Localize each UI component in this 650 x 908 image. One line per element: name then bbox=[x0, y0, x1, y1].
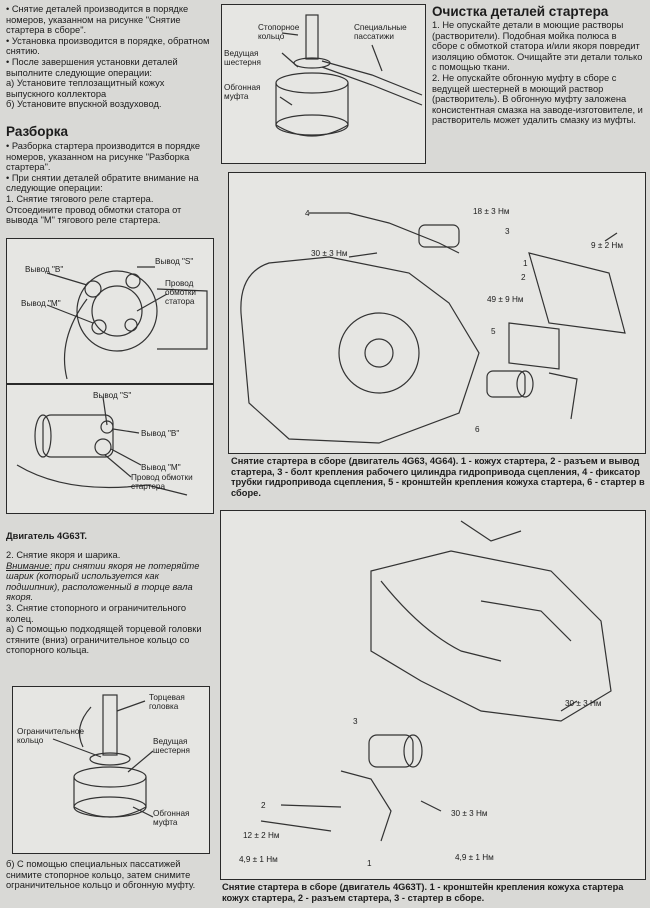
paragraph: Внимание: при снятии якоря не потеряйте … bbox=[6, 561, 212, 603]
torque-18: 18 ± 3 Нм bbox=[473, 207, 510, 216]
callout-2: 2 bbox=[261, 801, 266, 810]
paragraph: Отсоедините провод обмотки статора от вы… bbox=[6, 204, 182, 226]
label-overrunning-clutch: Обгонная муфта bbox=[224, 83, 261, 101]
paragraph: • Разборка стартера производится в поряд… bbox=[6, 141, 201, 173]
torque-4-9-left: 4,9 ± 1 Нм bbox=[239, 855, 278, 864]
figure-starter-removal-4g63t: 30 ± 3 Нм 3 2 30 ± 3 Нм 12 ± 2 Нм 4,9 ± … bbox=[220, 510, 646, 880]
label-drive-gear: Ведущая шестерня bbox=[224, 49, 261, 67]
solenoid-side-drawing bbox=[16, 396, 188, 496]
limiter-ring-drawing bbox=[52, 694, 154, 818]
paragraph: 2. Не опускайте обгонную муфту в сборе с… bbox=[432, 72, 643, 126]
paragraph: а) С помощью подходящей торцевой головки… bbox=[6, 624, 202, 656]
figure-caption-4g63-4g64: Снятие стартера в сборе (двигатель 4G63,… bbox=[231, 456, 645, 498]
cleaning-text: 1. Не опускайте детали в моющие растворы… bbox=[432, 20, 644, 126]
label-terminal-m: Вывод "M" bbox=[21, 299, 61, 308]
callout-2: 2 bbox=[521, 273, 526, 282]
paragraph: • После завершения установки деталей вып… bbox=[6, 56, 178, 78]
callout-1: 1 bbox=[367, 859, 372, 868]
figure-limiter-ring: Торцевая головка Ограничительное кольцо … bbox=[12, 686, 210, 854]
label-starter-wire: Провод обмотки стартера bbox=[131, 473, 193, 491]
paragraph: 1. Снятие тягового реле стартера. bbox=[6, 193, 154, 204]
torque-30: 30 ± 3 Нм bbox=[311, 249, 348, 258]
torque-49: 49 ± 9 Нм bbox=[487, 295, 524, 304]
callout-5: 5 bbox=[491, 327, 496, 336]
figure-solenoid-terminals: Вывод "B" Вывод "S" Вывод "M" Провод обм… bbox=[6, 238, 214, 384]
cleaning-heading: Очистка деталей стартера bbox=[432, 4, 609, 19]
callout-3: 3 bbox=[353, 717, 358, 726]
label-special-pliers: Специальные пассатижи bbox=[354, 23, 407, 41]
label-socket-head: Торцевая головка bbox=[149, 693, 185, 711]
label-retaining-ring: Стопорное кольцо bbox=[258, 23, 300, 41]
label-drive-gear: Ведущая шестерня bbox=[153, 737, 190, 755]
figure-starter-removal-4g63-4g64: 4 18 ± 3 Нм 3 30 ± 3 Нм 9 ± 2 Нм 1 2 49 … bbox=[228, 172, 646, 454]
retaining-ring-text: б) С помощью специальных пассатижей сним… bbox=[6, 859, 196, 891]
label-terminal-b: Вывод "B" bbox=[25, 265, 64, 274]
transmission-drawing bbox=[240, 212, 626, 444]
torque-4-9-right: 4,9 ± 1 Нм bbox=[455, 853, 494, 862]
callout-6: 6 bbox=[475, 425, 480, 434]
paragraph: • Установка производится в порядке, обра… bbox=[6, 35, 210, 57]
section-heading: Разборка bbox=[6, 124, 68, 139]
paragraph: а) Установите теплозащитный кожух выпуск… bbox=[6, 78, 165, 99]
torque-30-top: 30 ± 3 Нм bbox=[565, 699, 602, 708]
paragraph: б) Установите впускной воздуховод. bbox=[6, 99, 162, 110]
intro-text: • Снятие деталей производится в порядке … bbox=[6, 4, 212, 110]
figure-caption-4g63t: Снятие стартера в сборе (двигатель 4G63T… bbox=[222, 882, 624, 903]
label-terminal-s: Вывод "S" bbox=[93, 391, 132, 400]
solenoid-drawing bbox=[46, 266, 208, 380]
label-terminal-b: Вывод "B" bbox=[141, 429, 180, 438]
pliers-drawing bbox=[275, 14, 423, 137]
callout-3: 3 bbox=[505, 227, 510, 236]
paragraph: • Снятие деталей производится в порядке … bbox=[6, 4, 189, 36]
callout-4: 4 bbox=[305, 209, 310, 218]
figure-retaining-ring-pliers: Стопорное кольцо Ведущая шестерня Обгонн… bbox=[221, 4, 426, 164]
paragraph: 2. Снятие якоря и шарика. bbox=[6, 550, 121, 560]
paragraph: 3. Снятие стопорного и ограничительного … bbox=[6, 602, 187, 624]
armature-text: 2. Снятие якоря и шарика. Внимание: при … bbox=[6, 550, 212, 656]
warning-text: при снятии якоря не потеряйте шарик (кот… bbox=[6, 560, 200, 603]
figure-solenoid-side: Вывод "S" Вывод "B" Вывод "M" Провод обм… bbox=[6, 384, 214, 514]
transmission-4g63t-drawing bbox=[260, 520, 612, 842]
label-terminal-s: Вывод "S" bbox=[155, 257, 194, 266]
paragraph: 1. Не опускайте детали в моющие растворы… bbox=[432, 20, 643, 73]
disassembly-text: • Разборка стартера производится в поряд… bbox=[6, 141, 212, 226]
engine-label: Двигатель 4G63T. bbox=[6, 531, 87, 541]
paragraph: • При снятии деталей обратите внимание н… bbox=[6, 172, 199, 194]
warning-label: Внимание: bbox=[6, 560, 53, 571]
label-terminal-m: Вывод "M" bbox=[141, 463, 181, 472]
torque-9: 9 ± 2 Нм bbox=[591, 241, 623, 250]
torque-30-bottom: 30 ± 3 Нм bbox=[451, 809, 488, 818]
label-overrunning-clutch: Обгонная муфта bbox=[153, 809, 190, 827]
label-stator-wire: Провод обмотки статора bbox=[165, 279, 196, 306]
callout-1: 1 bbox=[523, 259, 528, 268]
torque-12: 12 ± 2 Нм bbox=[243, 831, 280, 840]
label-limiter-ring: Ограничительное кольцо bbox=[17, 727, 85, 745]
